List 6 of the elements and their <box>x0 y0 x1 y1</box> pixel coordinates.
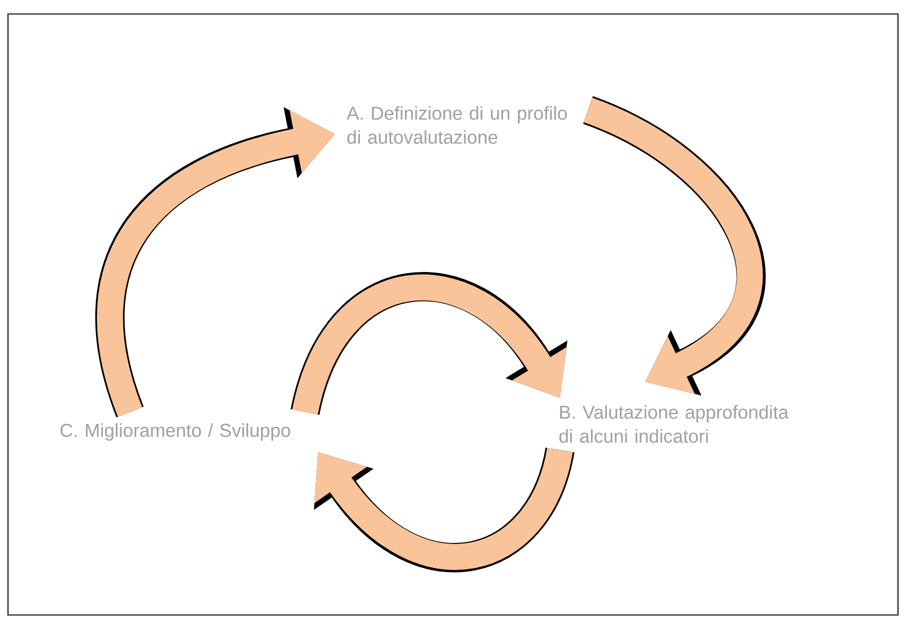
curved-arrow <box>582 96 766 396</box>
step-label: C. Miglioramento / Sviluppo <box>60 423 290 441</box>
step-label: B. Valutazione approfondita di alcuni indicatori <box>559 405 789 443</box>
curved-arrow <box>314 446 574 572</box>
step-label: A. Definizione di un profilo di autovalutazione <box>346 106 567 144</box>
curved-arrow <box>290 272 568 416</box>
